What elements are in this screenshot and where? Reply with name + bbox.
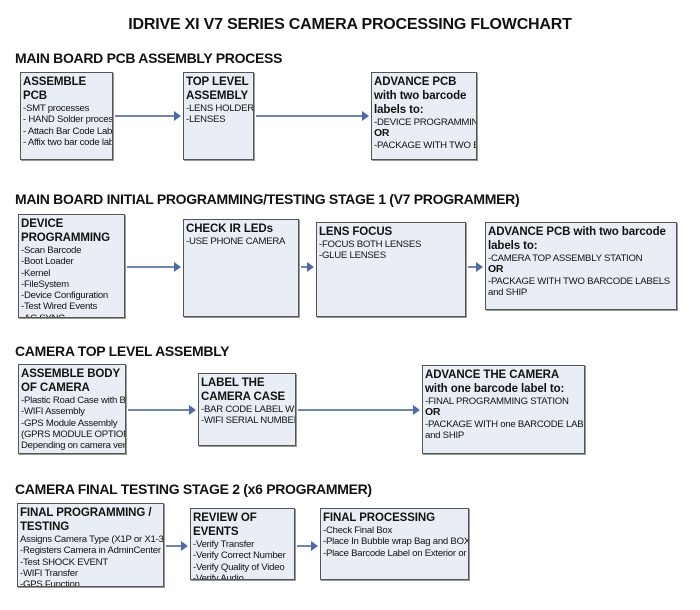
process-step: -PACKAGE WITH TWO BARCODE LABELS and SHI… — [374, 139, 476, 151]
process-step: -Device Configuration — [21, 290, 109, 302]
process-step: - Affix two bar code lables — [23, 136, 113, 148]
process-box-title: FINAL PROGRAMMING / TESTING — [20, 507, 152, 533]
process-step: -Test SHOCK EVENT — [20, 556, 108, 568]
section-heading: CAMERA TOP LEVEL ASSEMBLY — [15, 343, 230, 359]
section-heading: MAIN BOARD PCB ASSEMBLY PROCESS — [15, 50, 283, 66]
process-box-title: ADVANCE THE CAMERA with one barcode labe… — [425, 369, 565, 395]
process-box-title: ASSEMBLE BODY OF CAMERA — [21, 368, 120, 394]
process-box: ADVANCE THE CAMERA with one barcode labe… — [422, 365, 585, 454]
process-step: -Verify Quality of Video — [193, 561, 285, 573]
process-box: LENS FOCUS-FOCUS BOTH LENSES-GLUE LENSES — [316, 222, 466, 317]
process-step: -FOCUS BOTH LENSES — [319, 239, 422, 250]
process-box-title: DEVICE PROGRAMMING — [21, 218, 110, 244]
process-step: -Place In Bubble wrap Bag and BOX — [323, 536, 469, 548]
process-box: DEVICE PROGRAMMING-Scan Barcode-Boot Loa… — [18, 214, 125, 318]
process-box-title: ADVANCE PCB with two barcode labels to: — [374, 76, 467, 116]
process-box: ADVANCE PCB with two barcode labels to:-… — [485, 222, 677, 310]
process-step: -DEVICE PROGRAMMING PROCESS — [374, 117, 476, 128]
process-step: -PACKAGE WITH one BARCODE LABEL — [425, 418, 585, 430]
process-step: -USE PHONE CAMERA — [186, 236, 286, 247]
process-box-title: ADVANCE PCB with two barcode labels to: — [488, 226, 666, 252]
process-step: -GLUE LENSES — [319, 250, 386, 262]
process-step: -Registers Camera in AdminCenter — [20, 545, 161, 557]
process-step: -Plastic Road Case with Base — [21, 395, 126, 406]
process-step: -WIFI SERIAL NUMBER LABEL — [201, 415, 295, 427]
process-step: (GPRS MODULE OPTIONAL — [21, 428, 125, 440]
process-step: -Test Wired Events — [21, 301, 98, 313]
process-box-title: LABEL THE CAMERA CASE — [201, 377, 286, 403]
process-box: CHECK IR LEDs-USE PHONE CAMERA — [183, 219, 299, 317]
process-step: -BAR CODE LABEL WITH SERIAL NUMBER — [201, 404, 296, 415]
process-step: - HAND Solder processes — [23, 114, 113, 126]
process-step: -LENS HOLDERS — [186, 103, 254, 114]
process-step: -GPS Function — [20, 579, 80, 587]
process-step: -Place Barcode Label on Exterior or Box — [323, 547, 469, 559]
process-step: -Check Final Box — [323, 525, 393, 536]
process-step: - Attach Bar Code Label — [23, 125, 113, 137]
process-step: -Boot Loader — [21, 256, 74, 268]
process-step: OR — [488, 263, 504, 276]
flowchart-title: IDRIVE XI V7 SERIES CAMERA PROCESSING FL… — [128, 16, 572, 33]
process-step: -Kernel — [21, 267, 51, 279]
flow-arrow — [468, 262, 483, 272]
process-step: OR — [425, 406, 441, 419]
process-box: FINAL PROCESSING -Check Final Box-Place … — [320, 508, 469, 580]
process-box: ASSEMBLE PCB -SMT processes- HAND Solder… — [20, 72, 113, 160]
process-step: -GPS Module Assembly — [21, 417, 118, 429]
process-step: -PACKAGE WITH TWO BARCODE LABELS — [488, 275, 670, 287]
process-box-title: LENS FOCUS — [319, 226, 393, 238]
process-step: OR — [374, 127, 390, 140]
process-box: REVIEW OF EVENTS-Verify Transfer-Verify … — [190, 508, 295, 580]
flow-arrow — [115, 111, 181, 121]
process-step: -AC SYNC — [21, 313, 122, 317]
process-step: -WIFI Transfer — [20, 567, 78, 579]
flow-arrow — [127, 262, 181, 272]
process-step: and SHIP — [488, 286, 528, 298]
process-box-title: CHECK IR LEDs — [186, 223, 273, 235]
process-step: -SMT processes — [23, 103, 90, 114]
process-box-title: ASSEMBLE PCB — [23, 76, 87, 102]
process-step: -Verify Audio — [193, 572, 244, 580]
process-step: -CAMERA TOP ASSEMBLY STATION — [488, 253, 643, 264]
process-step: Assigns Camera Type (X1P or X1-3G) — [20, 534, 164, 545]
flow-arrow — [128, 405, 196, 415]
flow-arrow — [297, 541, 318, 551]
flow-arrow — [166, 541, 188, 551]
process-step: -Scan Barcode — [21, 245, 82, 256]
process-box-title: TOP LEVEL ASSEMBLY — [186, 76, 249, 102]
process-step: -Verify Transfer — [193, 539, 255, 550]
flow-arrow — [256, 111, 369, 121]
process-box: ASSEMBLE BODY OF CAMERA-Plastic Road Cas… — [18, 364, 126, 454]
process-step: -WIFI Assembly — [21, 406, 85, 418]
process-box: LABEL THE CAMERA CASE-BAR CODE LABEL WIT… — [198, 373, 296, 446]
section-heading: CAMERA FINAL TESTING STAGE 2 (x6 PROGRAM… — [15, 481, 372, 497]
flow-arrow — [298, 405, 420, 415]
flow-arrow — [301, 262, 314, 272]
process-step: Depending on camera version) — [21, 440, 126, 452]
process-step: and SHIP — [425, 429, 465, 441]
process-box-title: REVIEW OF EVENTS — [193, 512, 257, 538]
process-step: -LENSES — [186, 114, 226, 126]
process-step: -Verify Correct Number — [193, 550, 286, 562]
process-box: TOP LEVEL ASSEMBLY-LENS HOLDERS-LENSES — [183, 72, 254, 160]
process-step: -FINAL PROGRAMMING STATION — [425, 396, 569, 407]
process-step: -FileSystem — [21, 278, 69, 290]
section-heading: MAIN BOARD INITIAL PROGRAMMING/TESTING S… — [15, 191, 520, 207]
process-box-title: FINAL PROCESSING — [323, 512, 435, 524]
process-box: ADVANCE PCB with two barcode labels to:-… — [371, 72, 477, 160]
